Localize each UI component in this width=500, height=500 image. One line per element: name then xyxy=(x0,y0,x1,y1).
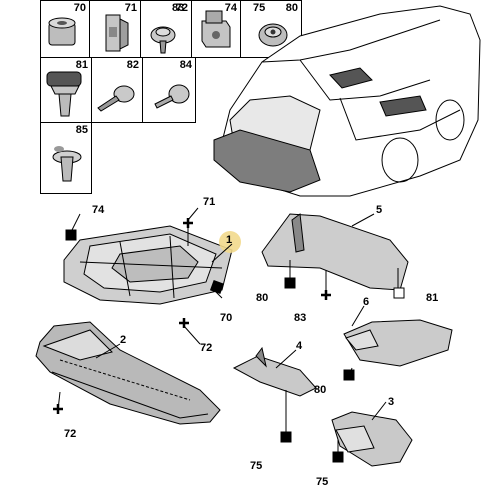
screw-icon xyxy=(150,26,176,54)
cell-number: 80 xyxy=(285,2,298,14)
callout-72-low[interactable]: 72 xyxy=(64,428,77,440)
callout-4[interactable]: 4 xyxy=(296,340,303,352)
clip-nut-icon xyxy=(201,10,231,48)
callout-80-a[interactable]: 80 xyxy=(256,292,269,304)
grid-cell-70[interactable]: 70 xyxy=(40,0,90,58)
washer-nut-icon xyxy=(258,23,288,47)
cell-number: 70 xyxy=(73,2,86,14)
callout-70[interactable]: 70 xyxy=(220,312,233,324)
callout-3[interactable]: 3 xyxy=(388,396,395,408)
nut-icon xyxy=(48,17,76,46)
grid-cell-84[interactable]: 84 xyxy=(142,57,196,123)
callout-74[interactable]: 74 xyxy=(92,204,105,216)
cell-number: 71 xyxy=(124,2,137,14)
marker-80-b xyxy=(343,369,355,381)
cap-clip-icon xyxy=(46,71,82,117)
grid-cell-75[interactable]: 80 75 xyxy=(240,0,302,58)
cell-number: 72 xyxy=(175,2,188,14)
callout-5[interactable]: 5 xyxy=(376,204,383,216)
grid-cell-74[interactable]: 74 xyxy=(191,0,241,58)
push-rivet-icon xyxy=(154,84,190,109)
marker-72-mid xyxy=(179,318,189,328)
callout-80-b[interactable]: 80 xyxy=(314,384,327,396)
callout-6[interactable]: 6 xyxy=(363,296,370,308)
marker-70 xyxy=(209,279,225,295)
grid-cell-85[interactable]: 85 xyxy=(40,122,92,194)
cell-number: 84 xyxy=(179,59,192,71)
marker-80-a xyxy=(284,277,296,289)
clip-icon xyxy=(105,14,129,52)
part-1-engine-undertray xyxy=(63,225,233,305)
rivet-clip-icon xyxy=(52,146,82,182)
callout-2[interactable]: 2 xyxy=(120,334,127,346)
callout-72-mid[interactable]: 72 xyxy=(200,342,213,354)
grid-cell-82[interactable]: 82 xyxy=(91,57,143,123)
callout-1[interactable]: 1 xyxy=(226,234,233,246)
part-5-side-shield xyxy=(261,213,409,291)
cell-number: 74 xyxy=(224,2,237,14)
callout-75-a[interactable]: 75 xyxy=(250,460,263,472)
highlight-marker xyxy=(219,231,241,253)
marker-74 xyxy=(65,229,77,241)
cell-number-83: 83 xyxy=(172,2,185,14)
bolt-icon xyxy=(97,85,135,112)
cell-number: 81 xyxy=(75,59,88,71)
part-3-shield xyxy=(331,411,413,467)
callout-81[interactable]: 81 xyxy=(426,292,439,304)
marker-75-b xyxy=(332,451,344,463)
fastener-markers xyxy=(53,218,405,463)
callout-75-b[interactable]: 75 xyxy=(316,476,329,488)
cell-number: 82 xyxy=(126,59,139,71)
part-2-bumper-shield xyxy=(35,321,221,425)
marker-71 xyxy=(183,218,193,228)
part-4-shield xyxy=(232,346,317,397)
cell-number: 75 xyxy=(253,2,266,14)
marker-83 xyxy=(321,290,331,300)
cell-number: 85 xyxy=(75,124,88,136)
marker-81 xyxy=(393,287,405,299)
marker-75-a xyxy=(280,431,292,443)
part-6-side-shield xyxy=(343,319,453,367)
marker-72-low xyxy=(53,404,63,414)
grid-cell-81[interactable]: 81 xyxy=(40,57,92,123)
callout-71[interactable]: 71 xyxy=(203,196,216,208)
car-illustration xyxy=(213,5,481,197)
callout-83[interactable]: 83 xyxy=(294,312,307,324)
